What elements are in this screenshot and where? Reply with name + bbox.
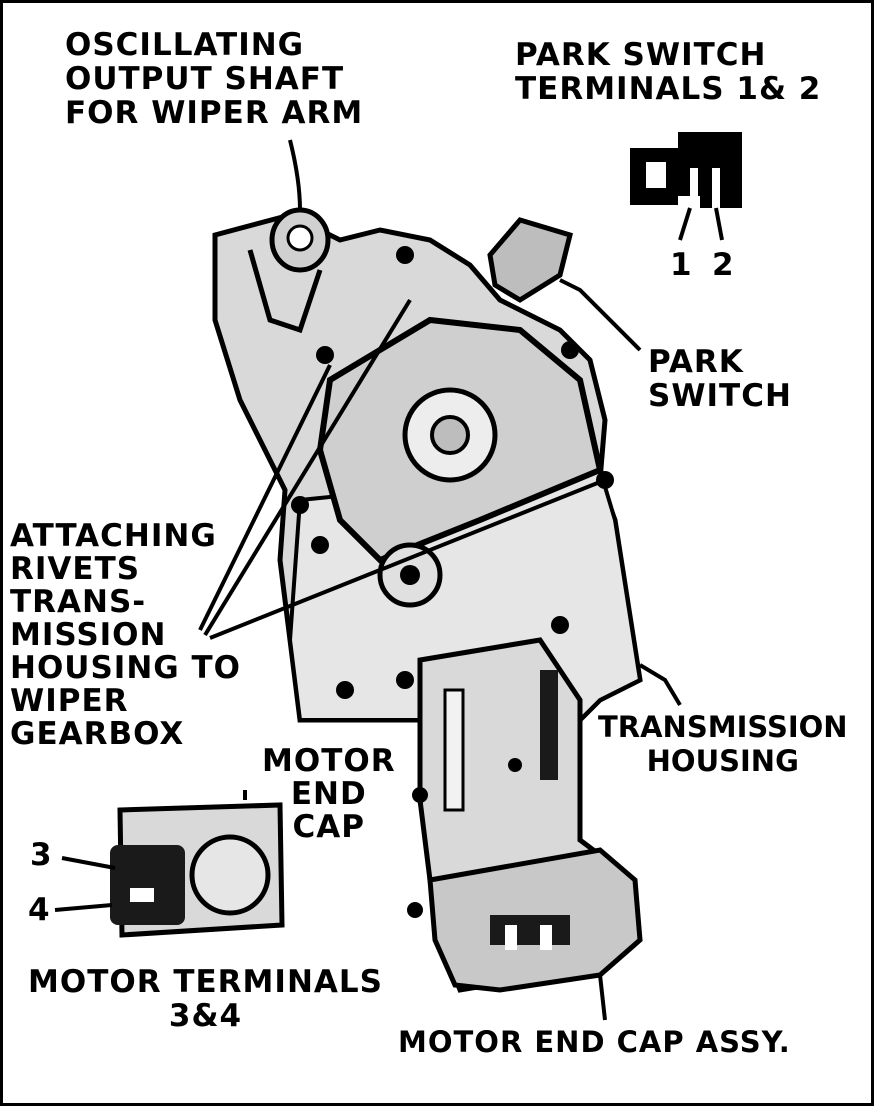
attaching-rivets-label: ATTACHING RIVETS TRANS- MISSION HOUSING … (10, 518, 242, 752)
park-switch-terminals-label: PARK SWITCH TERMINALS 1& 2 (515, 37, 822, 107)
rivets (291, 246, 614, 699)
gear-hub-inner (430, 415, 470, 455)
leader-lines (198, 139, 682, 1021)
pinion-center (400, 565, 420, 585)
terminal-2-label: 2 (712, 247, 735, 283)
motor-end-cap-inset (54, 802, 285, 938)
motor-end-cap-assy-label: MOTOR END CAP ASSY. (398, 1025, 791, 1059)
terminal-4-label: 4 (28, 892, 51, 928)
oscillating-shaft-label: OSCILLATING OUTPUT SHAFT FOR WIPER ARM (65, 27, 364, 131)
motor-end-cap-label: MOTOR END CAP (262, 743, 396, 845)
park-switch-label: PARK SWITCH (648, 344, 792, 414)
park-switch-connector-inset (630, 132, 742, 241)
terminal-1-label: 1 (670, 247, 693, 283)
terminal-3-label: 3 (30, 837, 53, 873)
transmission-housing-label: TRANSMISSION HOUSING (598, 710, 848, 778)
park-switch (487, 217, 574, 303)
motor-terminals-label: MOTOR TERMINALS 3&4 (28, 964, 383, 1034)
